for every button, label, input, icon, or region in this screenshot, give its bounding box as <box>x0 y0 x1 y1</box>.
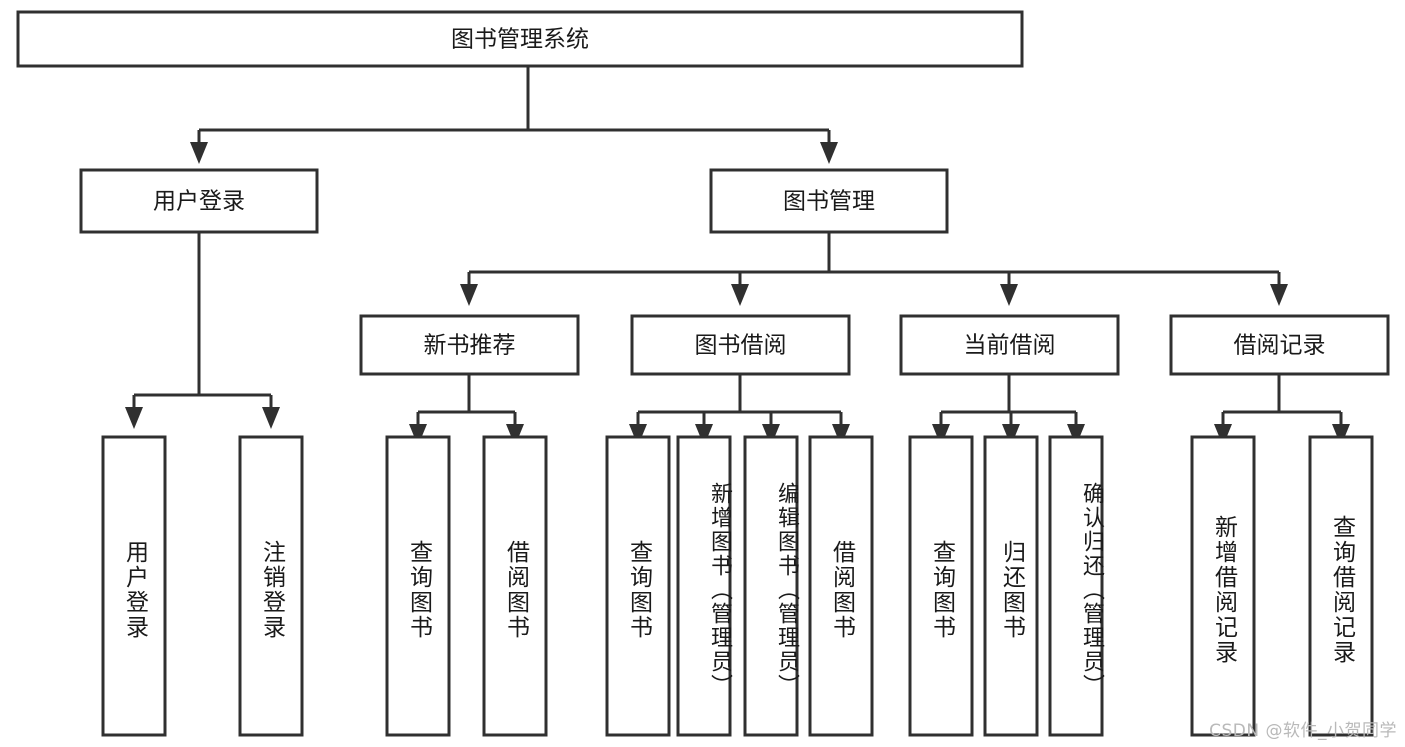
boxes-layer <box>16 10 1390 737</box>
node-box-book-borrow[interactable] <box>630 314 851 376</box>
node-box-book-management[interactable] <box>709 168 949 234</box>
arrow-head-icon <box>629 424 647 446</box>
node-box-new-book-recommend[interactable] <box>359 314 580 376</box>
arrow-head-icon <box>731 284 749 306</box>
node-label-new-book-recommend: 新书推荐 <box>424 333 516 359</box>
node-box-leaf-add-book[interactable] <box>676 435 732 737</box>
node-box-leaf-return-book[interactable] <box>983 435 1039 737</box>
arrow-head-icon <box>190 142 208 164</box>
arrow-head-icon <box>1332 424 1350 446</box>
node-box-user-login[interactable] <box>79 168 319 234</box>
node-box-leaf-user-login[interactable] <box>101 435 167 737</box>
arrow-head-icon <box>125 407 143 429</box>
arrow-head-icon <box>1000 284 1018 306</box>
node-box-root[interactable] <box>16 10 1024 68</box>
node-box-leaf-borrow-book-2[interactable] <box>808 435 874 737</box>
connectors-layer <box>125 66 1350 446</box>
arrow-head-icon <box>262 407 280 429</box>
connector-rail <box>636 374 843 424</box>
node-box-current-borrow[interactable] <box>899 314 1120 376</box>
arrow-head-icon <box>832 424 850 446</box>
node-label-borrow-record: 借阅记录 <box>1234 333 1326 359</box>
arrow-head-icon <box>762 424 780 446</box>
connector-rail <box>467 232 1281 284</box>
arrow-head-icon <box>409 424 427 446</box>
arrow-head-icon <box>1002 424 1020 446</box>
arrow-head-icon <box>460 284 478 306</box>
arrow-head-icon <box>506 424 524 446</box>
node-label-book-management: 图书管理 <box>783 189 875 215</box>
arrow-head-icon <box>1067 424 1085 446</box>
arrow-head-icon <box>695 424 713 446</box>
node-box-leaf-query-book-1[interactable] <box>385 435 451 737</box>
node-box-leaf-edit-book[interactable] <box>743 435 799 737</box>
connector-rail <box>197 66 831 142</box>
node-label-root: 图书管理系统 <box>451 27 589 53</box>
node-label-current-borrow: 当前借阅 <box>964 333 1056 359</box>
node-box-leaf-query-book-3[interactable] <box>908 435 974 737</box>
node-box-leaf-add-record[interactable] <box>1190 435 1256 737</box>
node-box-leaf-query-record[interactable] <box>1308 435 1374 737</box>
connector-rail <box>416 374 517 424</box>
arrow-head-icon <box>932 424 950 446</box>
node-box-leaf-logout[interactable] <box>238 435 304 737</box>
node-box-leaf-borrow-book-1[interactable] <box>482 435 548 737</box>
node-box-leaf-query-book-2[interactable] <box>605 435 671 737</box>
connector-rail <box>1221 374 1343 424</box>
node-label-user-login: 用户登录 <box>153 189 245 215</box>
node-box-leaf-confirm-return[interactable] <box>1048 435 1104 737</box>
arrow-head-icon <box>1270 284 1288 306</box>
node-box-borrow-record[interactable] <box>1169 314 1390 376</box>
arrow-head-icon <box>820 142 838 164</box>
connector-rail <box>939 374 1078 424</box>
watermark-text: CSDN @软件_小贺同学 <box>1209 721 1397 741</box>
connector-rail <box>132 232 273 407</box>
node-label-book-borrow: 图书借阅 <box>695 333 787 359</box>
arrow-head-icon <box>1214 424 1232 446</box>
